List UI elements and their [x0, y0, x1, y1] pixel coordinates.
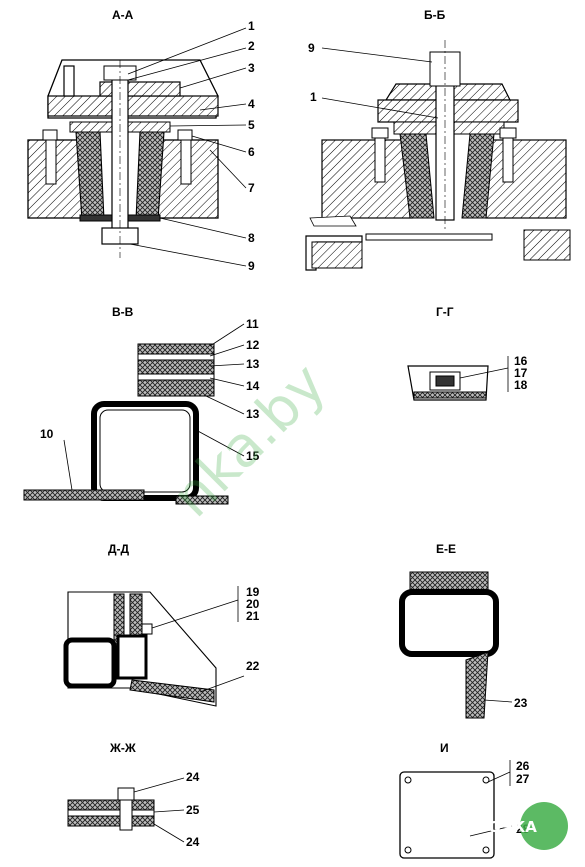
aa-callout-4: 4 [248, 97, 255, 111]
bb-callout-9: 9 [308, 41, 315, 55]
bb-body-left [321, 139, 413, 219]
i-plate [399, 771, 495, 859]
aa-top-plate [47, 95, 219, 117]
bb-callout-1: 1 [310, 90, 317, 104]
dd-callout-22: 22 [246, 659, 260, 673]
gg-callout-17: 17 [514, 366, 528, 380]
section-ee: Е-Е 23 [399, 542, 528, 719]
zhzh-panel [67, 815, 155, 827]
ee-strip [465, 651, 489, 719]
aa-callout-5: 5 [248, 118, 255, 132]
gg-callout-18: 18 [514, 378, 528, 392]
aa-callout-1: 1 [248, 19, 255, 33]
section-ee-title: Е-Е [436, 542, 456, 556]
zhzh-callout-24b: 24 [186, 835, 200, 849]
zhzh-bolt [119, 799, 133, 831]
ee-pad [409, 571, 489, 591]
section-bb-title: Б-Б [424, 8, 446, 22]
vv-callout-15: 15 [246, 449, 260, 463]
logo-text: АГРОЧКА [456, 818, 537, 836]
aa-callout-3: 3 [248, 61, 255, 75]
section-zhzh: Ж-Ж 24 25 24 [67, 741, 200, 849]
aa-callout-9: 9 [248, 259, 255, 273]
dd-callout-21: 21 [246, 609, 260, 623]
section-aa: А-А [27, 8, 255, 273]
ee-tube [399, 589, 499, 657]
vv-callout-10: 10 [40, 427, 54, 441]
i-callout-26: 26 [516, 759, 530, 773]
section-gg-title: Г-Г [436, 305, 454, 319]
zhzh-callout-25: 25 [186, 803, 200, 817]
section-gg: Г-Г 16 17 18 [407, 305, 528, 401]
i-callout-27: 27 [516, 772, 530, 786]
section-vv: В-В 11 12 13 14 13 15 10 [23, 305, 260, 505]
dd-callout-19: 19 [246, 585, 260, 599]
ee-callout-23: 23 [514, 696, 528, 710]
aa-callout-6: 6 [248, 145, 255, 159]
section-i: И 26 27 28 [399, 741, 530, 859]
dd-tube [63, 637, 117, 689]
agrochka-logo: АГРОЧКА [456, 802, 568, 850]
gg-callout-16: 16 [514, 354, 528, 368]
zhzh-callout-24a: 24 [186, 770, 200, 784]
vv-callout-14: 14 [246, 379, 260, 393]
section-dd-title: Д-Д [108, 542, 130, 556]
section-dd: Д-Д 19 20 21 22 [63, 542, 260, 707]
vv-callout-11: 11 [246, 317, 259, 331]
section-aa-title: А-А [112, 8, 134, 22]
section-i-title: И [440, 741, 449, 755]
vv-callout-12: 12 [246, 338, 260, 352]
vv-base-plate [23, 489, 145, 501]
vv-layered-panel [137, 379, 215, 397]
section-vv-title: В-В [112, 305, 134, 319]
bb-body-right [485, 139, 567, 219]
aa-callout-8: 8 [248, 231, 255, 245]
section-zhzh-title: Ж-Ж [109, 741, 136, 755]
aa-callout-7: 7 [248, 181, 255, 195]
dd-callout-20: 20 [246, 597, 260, 611]
vv-callout-13b: 13 [246, 407, 260, 421]
vv-callout-13a: 13 [246, 357, 260, 371]
section-bb: Б-Б 9 1 [305, 8, 571, 271]
aa-callout-2: 2 [248, 39, 255, 53]
